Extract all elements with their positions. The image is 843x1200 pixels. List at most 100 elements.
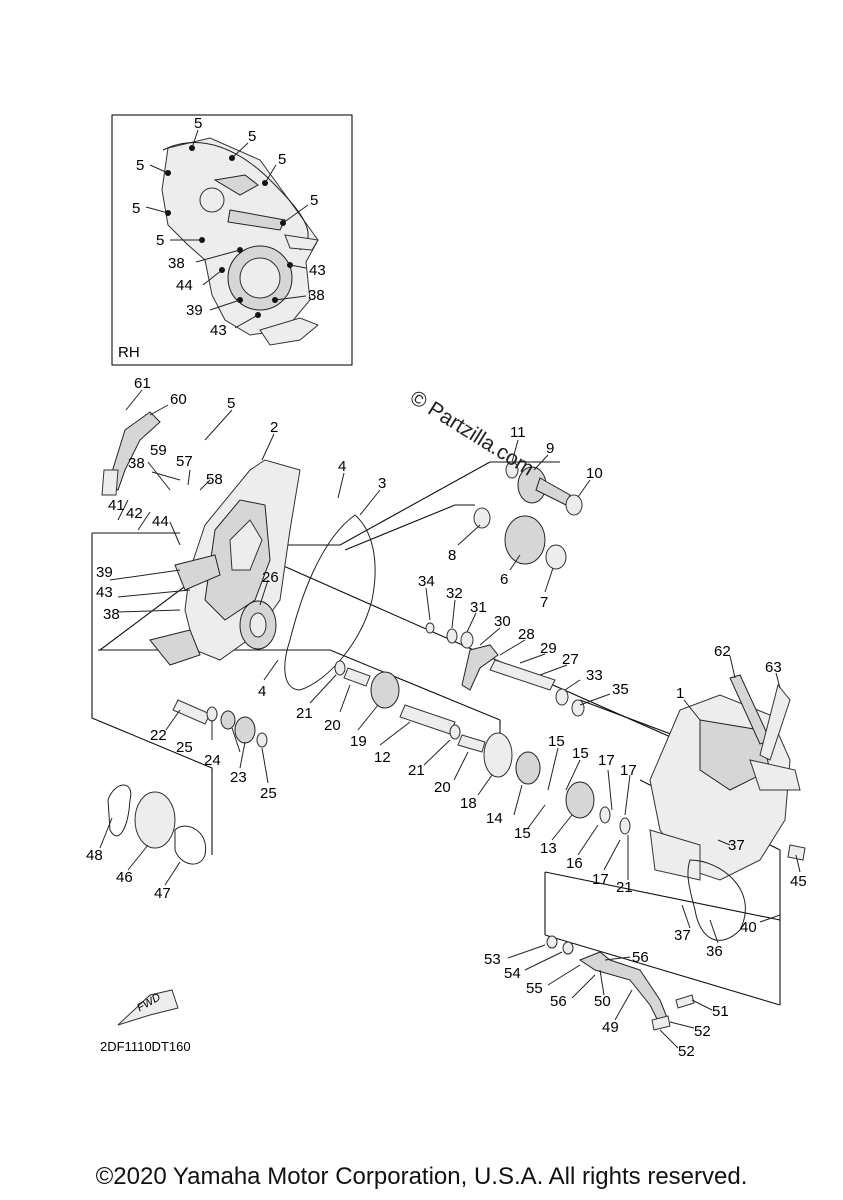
callout-21: 21 [296,705,313,722]
callout-60: 60 [170,391,187,408]
callout-12: 12 [374,749,391,766]
gear [515,751,541,785]
callout-36: 36 [706,943,723,960]
seal [571,699,585,717]
callout-18: 18 [460,795,477,812]
callout-inset-5: 5 [136,157,144,174]
callout-52: 52 [694,1023,711,1040]
callout-9: 9 [546,440,554,457]
callout-20: 20 [434,779,451,796]
bolt [675,994,695,1009]
circlip [599,806,611,824]
callout-49: 49 [602,1019,619,1036]
callout-42: 42 [126,505,143,522]
circlip [619,817,631,835]
callout-inset-38: 38 [168,255,185,272]
callout-inset-44: 44 [176,277,193,294]
callout-46: 46 [116,869,133,886]
nut [651,1015,671,1031]
bearing [457,734,486,753]
callout-27: 27 [562,651,579,668]
callout-21: 21 [616,879,633,896]
callout-24: 24 [204,752,221,769]
fwd-arrow: FWD [117,989,179,1026]
band [134,791,176,849]
callout-37: 37 [728,837,745,854]
gear [504,515,546,565]
callout-35: 35 [612,681,629,698]
washer [546,935,558,949]
callout-15: 15 [572,745,589,762]
callout-43: 43 [96,584,113,601]
callout-15: 15 [514,825,531,842]
callout-22: 22 [150,727,167,744]
callout-51: 51 [712,1003,729,1020]
clutch-drum [483,732,513,778]
callout-48: 48 [86,847,103,864]
callout-63: 63 [765,659,782,676]
copyright-notice: ©2020 Yamaha Motor Corporation, U.S.A. A… [95,1163,748,1190]
callout-53: 53 [484,951,501,968]
callout-labels: 61 60 5 2 59 57 38 58 4 3 11 9 10 41 42 … [86,375,807,1060]
callout-45: 45 [790,873,807,890]
callout-10: 10 [586,465,603,482]
callout-inset-43: 43 [210,322,227,339]
hose [759,683,791,761]
callout-29: 29 [540,640,557,657]
callout-61: 61 [134,375,151,392]
shaft [172,699,211,725]
callout-inset-39: 39 [186,302,203,319]
callout-59: 59 [150,442,167,459]
callout-1: 1 [676,685,684,702]
callout-26: 26 [262,569,279,586]
gear-hub [249,612,267,638]
callout-20: 20 [324,717,341,734]
washer [425,622,435,634]
callout-38: 38 [103,606,120,623]
bearing [343,667,371,687]
circlip [256,732,268,748]
callout-34: 34 [418,573,435,590]
callout-37: 37 [674,927,691,944]
shift-shaft [489,659,556,691]
callout-41: 41 [108,497,125,514]
callout-52: 52 [678,1043,695,1060]
circlip [449,724,461,740]
inset-rh-view: RH 5 5 5 5 5 5 5 38 43 44 38 39 43 [111,114,353,366]
seal [555,688,569,706]
leader-lines [99,389,801,1049]
shift-fork [461,644,499,691]
callout-15: 15 [548,733,565,750]
diagram-code: 2DF1110DT160 [100,1039,191,1054]
left-crankcase-cover [149,459,301,666]
callout-2: 2 [270,419,278,436]
callout-38: 38 [128,455,145,472]
callout-14: 14 [486,810,503,827]
gear [234,716,256,744]
gasket [687,859,746,941]
callout-56: 56 [632,949,649,966]
callout-17: 17 [620,762,637,779]
callout-inset-5: 5 [278,151,286,168]
callout-inset-5: 5 [132,200,140,217]
callout-inset-5: 5 [156,232,164,249]
callout-8: 8 [448,547,456,564]
callout-21: 21 [408,762,425,779]
bearing [220,710,236,730]
bearing [545,544,567,570]
callout-23: 23 [230,769,247,786]
callout-54: 54 [504,965,521,982]
bolt [787,844,806,861]
callout-31: 31 [470,599,487,616]
shaft [399,704,456,735]
callout-3: 3 [378,475,386,492]
gasket [284,514,376,691]
callout-33: 33 [586,667,603,684]
callout-50: 50 [594,993,611,1010]
callout-56: 56 [550,993,567,1010]
callout-39: 39 [96,564,113,581]
bearing [565,494,583,516]
callout-5: 5 [227,395,235,412]
callout-6: 6 [500,571,508,588]
callout-4: 4 [338,458,346,475]
